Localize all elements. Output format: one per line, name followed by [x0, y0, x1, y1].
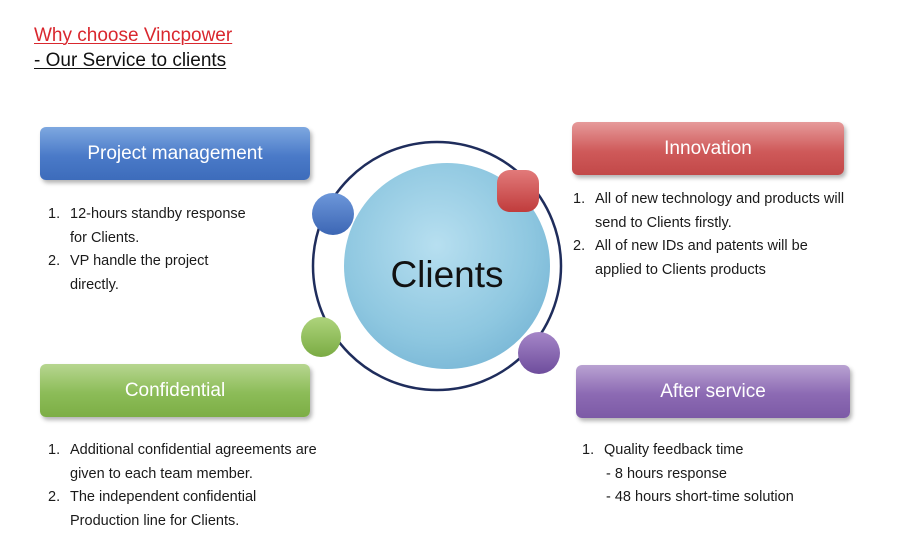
- list-item: 1. All of new technology and products wi…: [573, 188, 873, 235]
- project-management-list: 1. 12-hours standby response for Clients…: [48, 203, 298, 297]
- outer-ring: [311, 140, 563, 392]
- page-subtitle: - Our Service to clients: [34, 50, 227, 71]
- after-service-box: After service: [576, 365, 850, 418]
- after-service-node: [518, 332, 560, 374]
- innovation-box: Innovation: [572, 122, 844, 175]
- item-line: Quality feedback time: [604, 442, 744, 458]
- item-line: applied to Clients products: [595, 261, 766, 278]
- item-number: 1.: [582, 442, 595, 458]
- list-item: 1. Quality feedback time - 8 hours respo…: [582, 439, 842, 510]
- item-line: The independent confidential: [70, 489, 257, 505]
- item-line: for Clients.: [70, 229, 140, 246]
- item-line: VP handle the project: [70, 253, 209, 269]
- confidential-node: [301, 317, 341, 357]
- item-line: - 8 hours response: [606, 465, 727, 482]
- confidential-list: 1. Additional confidential agreements ar…: [48, 439, 348, 533]
- list-item: 2. The independent confidential Producti…: [48, 486, 348, 533]
- item-line: All of new IDs and patents will be: [595, 238, 808, 254]
- item-line: send to Clients firstly.: [595, 214, 732, 231]
- item-number: 2.: [48, 253, 61, 269]
- item-number: 2.: [48, 489, 61, 505]
- item-line: 12-hours standby response: [70, 206, 246, 222]
- after-service-list: 1. Quality feedback time - 8 hours respo…: [582, 439, 842, 510]
- page-title: Why choose Vincpower: [34, 25, 233, 46]
- item-line: given to each team member.: [70, 465, 253, 482]
- innovation-list: 1. All of new technology and products wi…: [573, 188, 873, 282]
- item-number: 1.: [48, 442, 61, 458]
- list-item: 1. Additional confidential agreements ar…: [48, 439, 348, 486]
- list-item: 1. 12-hours standby response for Clients…: [48, 203, 298, 250]
- innovation-node: [497, 170, 539, 212]
- center-circle: [344, 163, 550, 369]
- confidential-box: Confidential: [40, 364, 310, 417]
- item-line: - 48 hours short-time solution: [606, 489, 794, 505]
- item-line: All of new technology and products will: [595, 191, 845, 207]
- item-line: Production line for Clients.: [70, 512, 240, 529]
- item-number: 2.: [573, 238, 586, 254]
- project-management-box: Project management: [40, 127, 310, 180]
- project-node: [312, 193, 354, 235]
- center-label: Clients: [390, 254, 503, 295]
- item-number: 1.: [48, 206, 61, 222]
- item-line: directly.: [70, 276, 119, 293]
- item-line: Additional confidential agreements are: [70, 442, 317, 458]
- list-item: 2. All of new IDs and patents will be ap…: [573, 235, 873, 282]
- list-item: 2. VP handle the project directly.: [48, 250, 298, 297]
- item-number: 1.: [573, 191, 586, 207]
